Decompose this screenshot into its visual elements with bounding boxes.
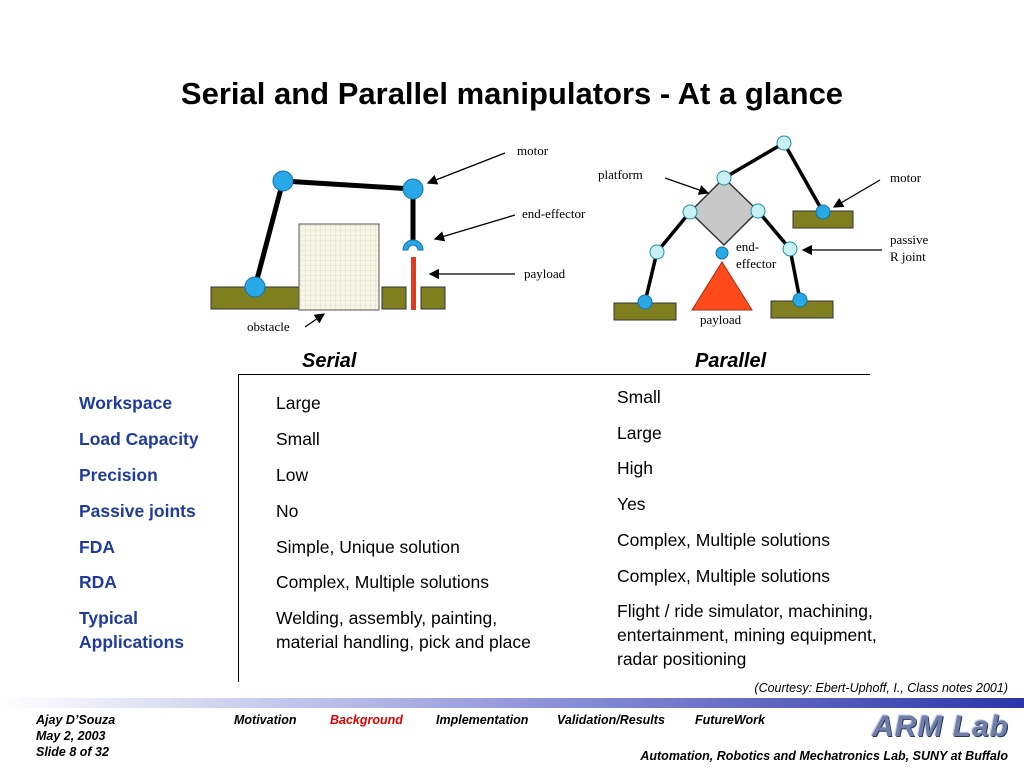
row-label-typical-applications: Typical Applications bbox=[79, 608, 185, 652]
parallel-applications: Flight / ride simulator, machining, ente… bbox=[617, 601, 877, 669]
serial-payload-label: payload bbox=[524, 266, 566, 281]
serial-base-right bbox=[381, 286, 407, 310]
slide-title: Serial and Parallel manipulators - At a … bbox=[180, 76, 844, 111]
row-label-rda: RDA bbox=[79, 572, 117, 592]
footer-lab-name: Automation, Robotics and Mechatronics La… bbox=[640, 749, 1008, 763]
table-label-divider bbox=[238, 374, 239, 682]
serial-applications: Welding, assembly, painting, material ha… bbox=[276, 608, 531, 652]
footer-slide-number: Slide 8 of 32 bbox=[36, 745, 109, 759]
nav-implementation[interactable]: Implementation bbox=[436, 713, 529, 727]
parallel-workspace: Small bbox=[617, 387, 661, 407]
serial-motor-label: motor bbox=[517, 143, 549, 158]
footer-author: Ajay D’Souza bbox=[36, 713, 116, 727]
parallel-rda: Complex, Multiple solutions bbox=[617, 566, 831, 586]
parallel-platform bbox=[688, 176, 760, 247]
serial-end-effector bbox=[402, 239, 424, 251]
row-label-load-capacity: Load Capacity bbox=[79, 429, 199, 449]
serial-base-right2 bbox=[420, 286, 446, 310]
footer-date: May 2, 2003 bbox=[36, 729, 106, 743]
serial-motor-joint bbox=[402, 178, 424, 200]
serial-joint bbox=[272, 170, 294, 192]
serial-fda: Simple, Unique solution bbox=[276, 537, 460, 557]
arm-lab-logo: ARM Lab bbox=[872, 710, 1009, 743]
serial-payload bbox=[411, 257, 416, 310]
platform-label: platform bbox=[598, 167, 643, 182]
obstacle-block bbox=[298, 223, 380, 311]
row-label-workspace: Workspace bbox=[79, 393, 173, 413]
parallel-passive-joints: Yes bbox=[617, 494, 646, 514]
row-label-precision: Precision bbox=[79, 465, 158, 485]
column-header-serial: Serial bbox=[302, 350, 357, 372]
end-effector-label-1: end- bbox=[736, 239, 759, 254]
nav-futurework[interactable]: FutureWork bbox=[695, 713, 765, 727]
passive-label-2: R joint bbox=[890, 249, 926, 264]
serial-precision: Low bbox=[276, 465, 309, 485]
passive-label-1: passive bbox=[890, 232, 929, 247]
footer-meta: Ajay D’Souza May 2, 2003 Slide 8 of 32 bbox=[36, 712, 115, 760]
obstacle-label: obstacle bbox=[247, 319, 290, 334]
serial-end-effector-label: end-effector bbox=[522, 206, 586, 221]
parallel-motor-label: motor bbox=[890, 170, 922, 185]
row-label-fda: FDA bbox=[79, 537, 115, 557]
serial-rda: Complex, Multiple solutions bbox=[276, 572, 490, 592]
parallel-load-capacity: Large bbox=[617, 423, 662, 443]
nav-validation-results[interactable]: Validation/Results bbox=[557, 713, 665, 727]
serial-manipulator: motor end-effector payload obstacle bbox=[210, 143, 586, 334]
row-label-passive-joints: Passive joints bbox=[79, 501, 196, 521]
parallel-payload bbox=[691, 261, 753, 311]
serial-joint bbox=[244, 276, 266, 298]
end-effector-label-2: effector bbox=[736, 256, 777, 271]
serial-passive-joints: No bbox=[276, 501, 299, 521]
manipulator-diagram: motor end-effector payload obstacle plat… bbox=[210, 135, 929, 334]
parallel-precision: High bbox=[617, 458, 653, 478]
parallel-payload-label: payload bbox=[700, 312, 742, 327]
serial-workspace: Large bbox=[276, 393, 321, 413]
nav-background[interactable]: Background bbox=[330, 713, 403, 727]
courtesy-note: (Courtesy: Ebert-Uphoff, I., Class notes… bbox=[754, 681, 1008, 695]
parallel-manipulator: platform motor passive R joint end- effe… bbox=[598, 135, 929, 327]
parallel-fda: Complex, Multiple solutions bbox=[617, 530, 831, 550]
table-header-rule bbox=[238, 374, 870, 375]
footer-gradient-bar bbox=[0, 698, 1024, 708]
serial-load-capacity: Small bbox=[276, 429, 320, 449]
nav-motivation[interactable]: Motivation bbox=[234, 713, 297, 727]
column-header-parallel: Parallel bbox=[695, 350, 767, 372]
